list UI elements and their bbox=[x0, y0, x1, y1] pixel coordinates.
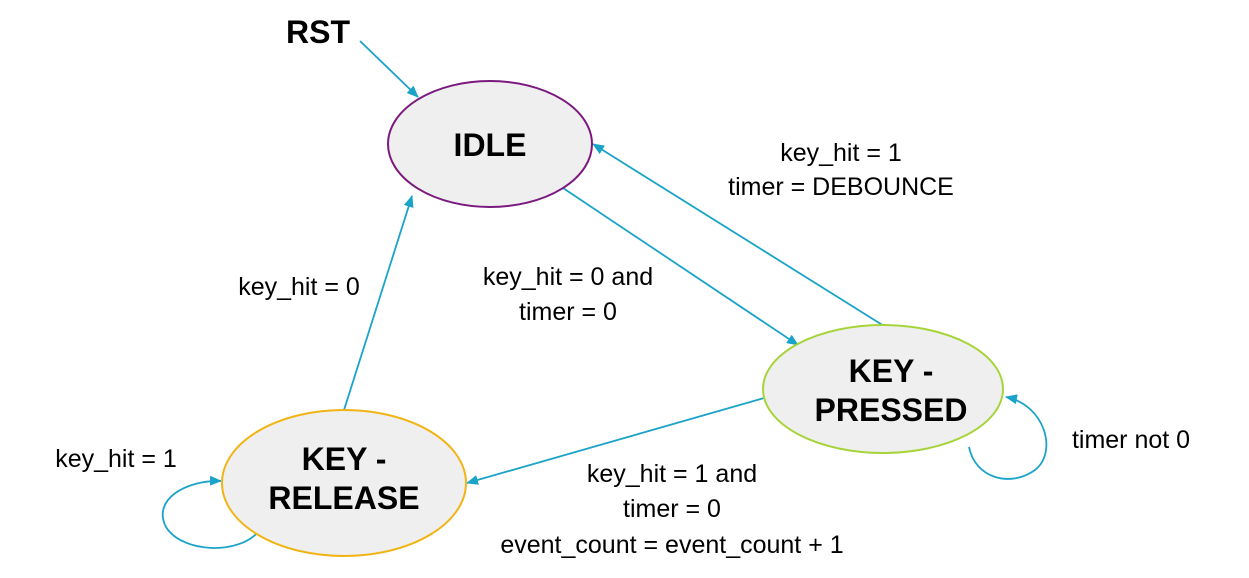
state-idle-shape bbox=[387, 80, 593, 208]
label-release-to-idle: key_hit = 0 bbox=[238, 273, 360, 301]
reset-label: RST bbox=[286, 14, 350, 50]
label-pressed-self-loop: timer not 0 bbox=[1072, 426, 1190, 454]
arrow-release-to-idle bbox=[343, 195, 414, 411]
state-key-release-shape bbox=[221, 409, 467, 557]
state-key-release-label-line1: KEY - bbox=[302, 441, 387, 477]
state-idle-label: IDLE bbox=[454, 127, 527, 163]
state-key-release-label-line2: RELEASE bbox=[268, 480, 419, 516]
label-pressed-to-idle-line1: key_hit = 1 bbox=[780, 139, 902, 167]
state-key-pressed: KEY - PRESSED bbox=[762, 324, 1004, 454]
state-key-pressed-label-line1: KEY - bbox=[849, 353, 934, 389]
label-pressed-to-release-line1: key_hit = 1 and bbox=[587, 460, 757, 488]
arrow-pressed-to-idle bbox=[592, 143, 885, 327]
state-idle: IDLE bbox=[387, 80, 593, 208]
arrow-pressed-to-release bbox=[466, 397, 765, 485]
state-key-pressed-shape bbox=[762, 324, 1004, 454]
reset-arrow bbox=[359, 40, 419, 98]
state-key-release: KEY - RELEASE bbox=[221, 409, 467, 557]
label-pressed-to-release-line2: timer = 0 bbox=[623, 495, 721, 523]
label-release-self-loop: key_hit = 1 bbox=[55, 445, 177, 473]
self-loop-pressed bbox=[968, 394, 1048, 480]
self-loop-release bbox=[161, 475, 259, 549]
arrow-idle-to-pressed bbox=[562, 187, 799, 346]
state-key-pressed-label-line2: PRESSED bbox=[815, 392, 968, 428]
label-idle-to-pressed-line1: key_hit = 0 and bbox=[483, 263, 653, 291]
label-pressed-to-idle-line2: timer = DEBOUNCE bbox=[728, 173, 954, 201]
label-idle-to-pressed-line2: timer = 0 bbox=[519, 298, 617, 326]
label-pressed-to-release-line3: event_count = event_count + 1 bbox=[500, 531, 843, 559]
